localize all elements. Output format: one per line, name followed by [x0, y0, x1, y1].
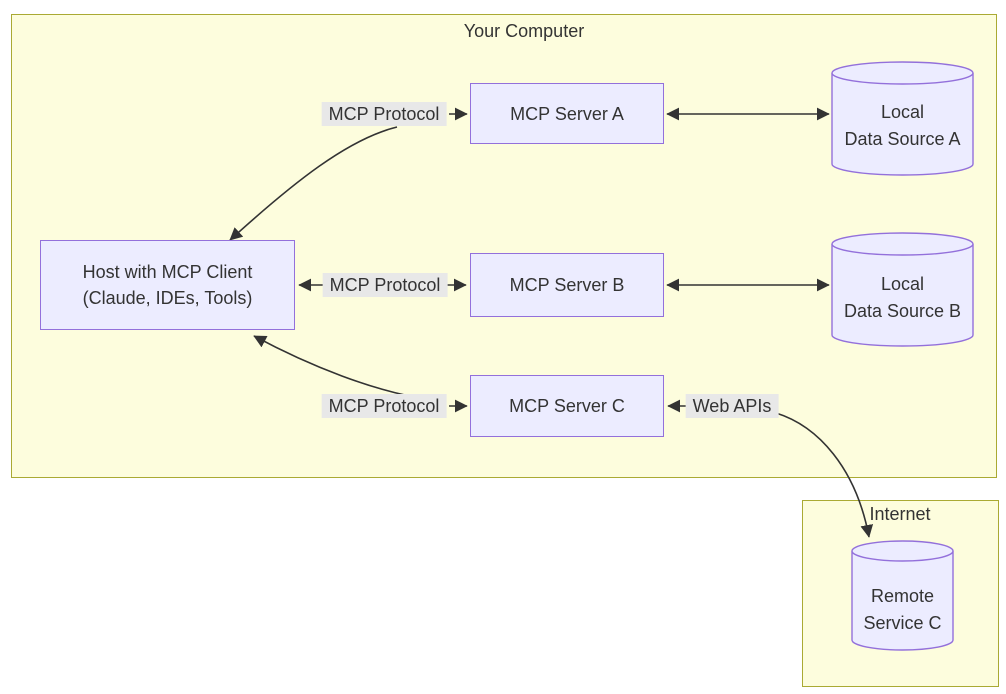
node-mcp-server-a: MCP Server A [470, 83, 664, 144]
edge-label-mcp-protocol-b: MCP Protocol [322, 273, 448, 297]
node-host-line2: (Claude, IDEs, Tools) [82, 288, 253, 308]
edge-label-mcp-protocol-c: MCP Protocol [321, 394, 447, 418]
cluster-internet-label: Internet [869, 504, 931, 524]
node-remote-service-c-line2: Service C [863, 613, 942, 633]
node-data-source-a-label: Local Data Source A [832, 99, 973, 153]
edge-label-web-apis: Web APIs [685, 394, 779, 418]
node-data-source-a-line1: Local [880, 102, 925, 122]
node-data-source-b-line2: Data Source B [843, 301, 962, 321]
remote-service-c-cylinder [851, 540, 954, 651]
data-source-b-cylinder [831, 232, 974, 347]
node-mcp-server-c: MCP Server C [470, 375, 664, 437]
node-mcp-server-b-label: MCP Server B [509, 275, 625, 295]
node-mcp-server-c-label: MCP Server C [509, 396, 625, 416]
node-data-source-b-label: Local Data Source B [832, 271, 973, 325]
node-host-line1: Host with MCP Client [82, 262, 253, 282]
data-source-a-cylinder [831, 61, 974, 176]
node-mcp-server-a-label: MCP Server A [510, 103, 624, 124]
edge-label-mcp-protocol-a: MCP Protocol [321, 102, 447, 126]
edge-host-to-mcp-protocol-a [229, 126, 398, 241]
node-data-source-a-line2: Data Source A [844, 129, 961, 149]
cluster-your-computer-label: Your Computer [463, 21, 585, 41]
node-data-source-b-line1: Local [880, 274, 925, 294]
node-mcp-server-b: MCP Server B [470, 253, 664, 317]
edge-mcp-protocol-c-to-host [253, 335, 439, 402]
edge-web-apis-to-remote-service-c [775, 412, 874, 538]
node-remote-service-c-label: Remote Service C [852, 583, 953, 637]
node-host: Host with MCP Client (Claude, IDEs, Tool… [40, 240, 295, 330]
node-remote-service-c-line1: Remote [870, 586, 935, 606]
